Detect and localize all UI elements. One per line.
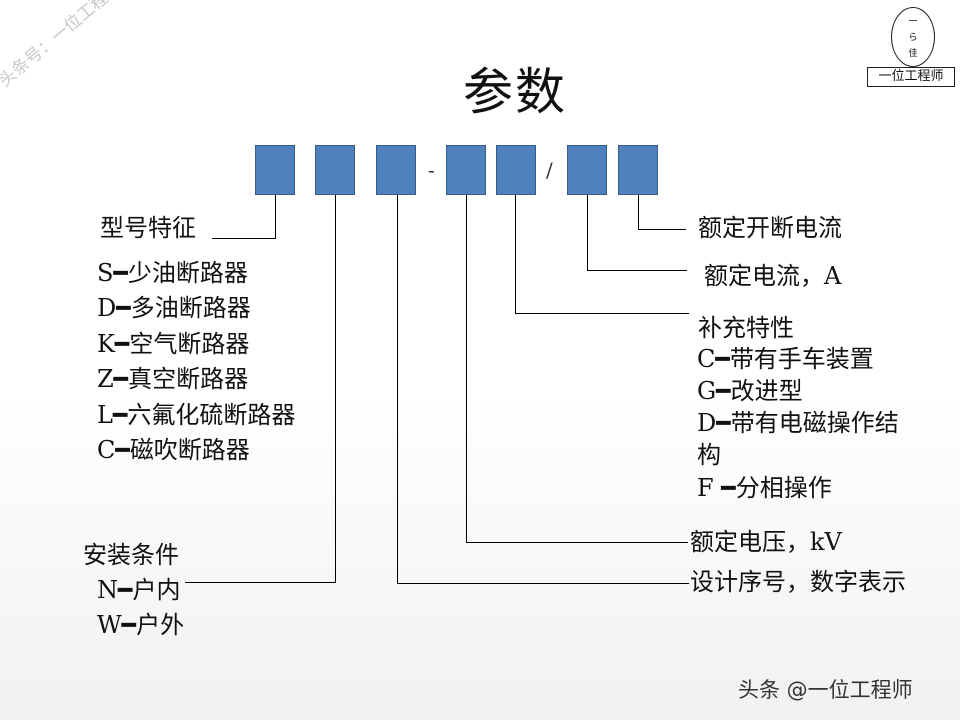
connector-line xyxy=(587,270,687,271)
model-feature-item: Z━真空断路器 xyxy=(97,365,249,393)
logo-label: 一位工程师 xyxy=(867,67,955,87)
code-box-6 xyxy=(567,145,607,195)
model-feature-item: L━六氟化硫断路器 xyxy=(97,401,296,429)
connector-line xyxy=(275,195,276,238)
code-box-2 xyxy=(315,145,355,195)
rated-breaking-current-label: 额定开断电流 xyxy=(698,214,842,242)
connector-line xyxy=(638,229,686,230)
supplement-item: 构 xyxy=(697,441,721,469)
footer-watermark: 头条 @一位工程师 xyxy=(738,678,913,702)
supplement-item: G━改进型 xyxy=(697,377,803,405)
model-feature-item: C━磁吹断路器 xyxy=(97,436,250,464)
connector-line xyxy=(397,583,689,584)
install-condition-item: W━户外 xyxy=(97,611,185,639)
logo-glyph-top: 一 xyxy=(908,17,918,27)
connector-line xyxy=(638,195,639,229)
connector-line xyxy=(515,313,689,314)
model-feature-item: K━空气断路器 xyxy=(97,330,250,358)
connector-line xyxy=(515,195,516,314)
model-feature-item: S━少油断路器 xyxy=(97,259,248,287)
logo-glyph-mid: ら xyxy=(908,33,918,43)
code-box-1 xyxy=(255,145,295,195)
connector-line xyxy=(335,195,336,583)
connector-line xyxy=(466,195,467,543)
design-serial-label: 设计序号，数字表示 xyxy=(690,568,906,596)
model-feature-heading: 型号特征 xyxy=(100,214,196,242)
logo-emblem: 一 ら 佳 xyxy=(891,7,935,67)
install-condition-heading: 安装条件 xyxy=(83,541,179,569)
install-condition-item: N━户内 xyxy=(97,576,181,604)
slash-separator: / xyxy=(546,158,553,182)
supplement-item: F ━分相操作 xyxy=(697,474,832,502)
rated-current-label: 额定电流，A xyxy=(704,262,842,290)
supplement-heading: 补充特性 xyxy=(698,314,794,342)
page-title: 参数 xyxy=(463,63,567,121)
brand-logo: 一 ら 佳 一位工程师 xyxy=(867,5,957,87)
logo-glyph-bottom: 佳 xyxy=(908,49,918,59)
model-feature-item: D━多油断路器 xyxy=(97,294,251,322)
connector-line xyxy=(587,195,588,270)
rated-voltage-label: 额定电压，kV xyxy=(690,528,842,556)
dash-separator: - xyxy=(428,158,435,182)
supplement-item: D━带有电磁操作结 xyxy=(697,409,899,437)
code-box-5 xyxy=(496,145,536,195)
code-box-4 xyxy=(446,145,486,195)
connector-line xyxy=(185,582,336,583)
supplement-item: C━带有手车装置 xyxy=(697,345,874,373)
connector-line xyxy=(212,238,276,239)
code-box-3 xyxy=(376,145,416,195)
connector-line xyxy=(397,195,398,584)
code-box-7 xyxy=(618,145,658,195)
connector-line xyxy=(466,542,688,543)
